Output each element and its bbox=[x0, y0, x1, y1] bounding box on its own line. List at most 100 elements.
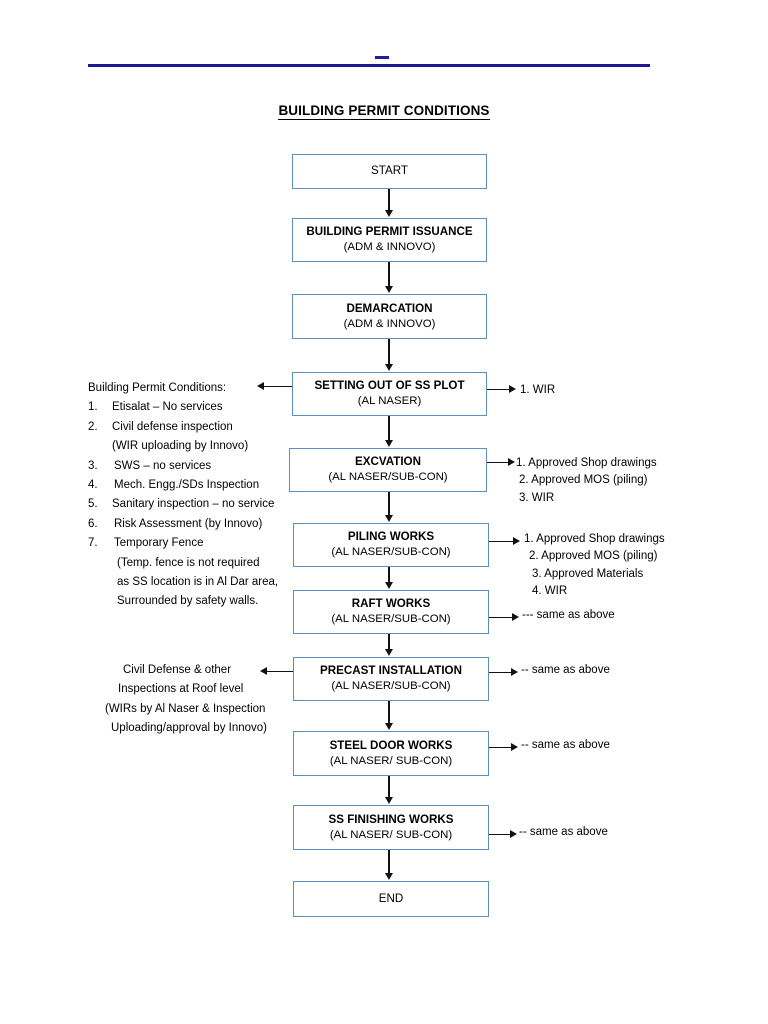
flow-node-raft-works-owner: (AL NASER/SUB-CON) bbox=[331, 613, 451, 626]
flow-node-demarcation-title: DEMARCATION bbox=[346, 301, 433, 315]
flow-node-building-permit-issuance-title: BUILDING PERMIT ISSUANCE bbox=[306, 225, 473, 239]
flow-node-building-permit-issuance: BUILDING PERMIT ISSUANCE (ADM & INNOVO) bbox=[292, 218, 487, 262]
flow-node-piling-works: PILING WORKS (AL NASER/SUB-CON) bbox=[293, 523, 489, 567]
condition-item-1-text: Etisalat – No services bbox=[112, 401, 223, 414]
connector-raft-to-precast-arrowhead bbox=[384, 649, 393, 656]
connector-excavation-to-note-arrowhead bbox=[508, 458, 515, 466]
flow-node-start: START bbox=[292, 154, 487, 189]
connector-steeldoor-to-finishing-arrowhead bbox=[384, 797, 393, 804]
flow-node-steel-door-works-title: STEEL DOOR WORKS bbox=[329, 738, 453, 752]
connector-demarcation-to-setting-arrowhead bbox=[384, 364, 393, 371]
condition-item-7-number: 7. bbox=[88, 537, 98, 550]
flow-node-excavation-title: EXCVATION bbox=[355, 455, 421, 469]
flow-node-demarcation-owner: (ADM & INNOVO) bbox=[343, 317, 436, 330]
header-dash-mark bbox=[375, 56, 389, 59]
condition-item-2-text: Civil defense inspection bbox=[112, 420, 233, 433]
connector-setting-to-excavation-arrowhead bbox=[384, 440, 393, 447]
condition-item-5-text: Sanitary inspection – no service bbox=[112, 498, 275, 511]
condition-item-7-subnote-line-2: as SS location is in Al Dar area, bbox=[117, 576, 279, 589]
connector-precast-to-steeldoor bbox=[388, 701, 390, 724]
flow-node-precast-installation-owner: (AL NASER/SUB-CON) bbox=[331, 680, 451, 693]
connector-steeldoor-to-finishing bbox=[388, 776, 390, 798]
setting-right-note: 1. WIR bbox=[520, 382, 555, 399]
connector-excavation-to-note bbox=[487, 461, 509, 464]
connector-finishing-to-end bbox=[388, 850, 390, 874]
connector-piling-to-raft-arrowhead bbox=[384, 582, 393, 589]
flow-node-demarcation: DEMARCATION (ADM & INNOVO) bbox=[292, 294, 487, 339]
flow-node-precast-installation: PRECAST INSTALLATION (AL NASER/SUB-CON) bbox=[293, 657, 489, 701]
flow-node-ss-finishing-works-title: SS FINISHING WORKS bbox=[328, 812, 454, 826]
connector-raft-to-note bbox=[489, 616, 513, 619]
precast-left-note-line-3: (WIRs by Al Naser & Inspection bbox=[105, 702, 266, 715]
condition-item-2: 2. Civil defense inspection bbox=[88, 418, 278, 437]
connector-raft-to-precast bbox=[388, 634, 390, 650]
connector-raft-to-note-arrowhead bbox=[512, 613, 519, 621]
connector-piling-to-raft bbox=[388, 567, 390, 583]
connector-excavation-to-piling bbox=[388, 492, 390, 516]
condition-item-7-text: Temporary Fence bbox=[114, 537, 204, 550]
precast-left-note-line-1: Civil Defense & other bbox=[123, 664, 232, 676]
piling-right-note: 1. Approved Shop drawings 2. Approved MO… bbox=[524, 531, 665, 600]
connector-excavation-to-piling-arrowhead bbox=[384, 515, 393, 522]
flow-node-raft-works: RAFT WORKS (AL NASER/SUB-CON) bbox=[293, 590, 489, 634]
condition-item-3: 3. SWS – no services bbox=[88, 457, 278, 476]
condition-item-3-number: 3. bbox=[88, 459, 98, 472]
condition-item-6: 6. Risk Assessment (by Innovo) bbox=[88, 515, 278, 534]
condition-item-6-number: 6. bbox=[88, 517, 98, 530]
flow-node-excavation-owner: (AL NASER/SUB-CON) bbox=[328, 471, 448, 484]
condition-item-5-number: 5. bbox=[88, 498, 98, 511]
flow-node-setting-out-owner: (AL NASER) bbox=[357, 395, 422, 408]
connector-setting-to-wir-note-arrowhead bbox=[509, 385, 516, 393]
condition-item-6-text: Risk Assessment (by Innovo) bbox=[114, 517, 263, 530]
finishing-right-note-line-1: -- same as above bbox=[519, 826, 608, 838]
condition-item-7-subnote-line-3: Surrounded by safety walls. bbox=[117, 595, 259, 608]
steeldoor-right-note-line-1: -- same as above bbox=[521, 739, 610, 751]
condition-item-1-number: 1. bbox=[88, 401, 98, 414]
connector-demarcation-to-setting bbox=[388, 339, 390, 365]
connector-precast-to-note-arrowhead bbox=[511, 668, 518, 676]
condition-item-4: 4. Mech. Engg./SDs Inspection bbox=[88, 476, 278, 495]
flow-node-steel-door-works: STEEL DOOR WORKS (AL NASER/ SUB-CON) bbox=[293, 731, 489, 776]
connector-setting-to-wir-note bbox=[487, 388, 510, 391]
raft-right-note: --- same as above bbox=[522, 607, 615, 624]
steeldoor-right-note: -- same as above bbox=[521, 737, 610, 754]
precast-left-note: Civil Defense & other Inspections at Roo… bbox=[105, 661, 267, 739]
excavation-right-note-line-2: 2. Approved MOS (piling) bbox=[519, 474, 648, 487]
connector-steeldoor-to-note-arrowhead bbox=[511, 743, 518, 751]
connector-steeldoor-to-note bbox=[489, 746, 512, 749]
connector-precast-to-note bbox=[489, 671, 512, 674]
precast-left-note-line-4: Uploading/approval by Innovo) bbox=[111, 722, 267, 735]
connector-setting-to-excavation bbox=[388, 416, 390, 441]
connector-start-to-permit-arrowhead bbox=[384, 210, 393, 217]
connector-setting-to-conditions-arrowhead bbox=[257, 382, 264, 390]
header-horizontal-rule bbox=[88, 64, 650, 67]
excavation-right-note-line-1: 1. Approved Shop drawings bbox=[516, 457, 657, 469]
page-title-text: BUILDING PERMIT CONDITIONS bbox=[278, 103, 490, 120]
piling-right-note-line-4: 4. WIR bbox=[532, 584, 568, 597]
condition-item-2-subnote: (WIR uploading by Innovo) bbox=[112, 440, 249, 453]
flow-node-excavation: EXCVATION (AL NASER/SUB-CON) bbox=[289, 448, 487, 492]
connector-precast-to-steeldoor-arrowhead bbox=[384, 723, 393, 730]
condition-item-1: 1. Etisalat – No services bbox=[88, 398, 278, 417]
excavation-right-note-line-3: 3. WIR bbox=[519, 491, 555, 504]
piling-right-note-line-1: 1. Approved Shop drawings bbox=[524, 533, 665, 545]
flow-node-ss-finishing-works: SS FINISHING WORKS (AL NASER/ SUB-CON) bbox=[293, 805, 489, 850]
connector-setting-to-conditions bbox=[264, 385, 292, 388]
condition-item-3-text: SWS – no services bbox=[114, 459, 212, 472]
flow-node-piling-works-owner: (AL NASER/SUB-CON) bbox=[331, 546, 451, 559]
connector-piling-to-note bbox=[489, 540, 514, 543]
conditions-heading: Building Permit Conditions: bbox=[88, 382, 227, 394]
connector-precast-to-civildefense-note bbox=[267, 670, 293, 673]
connector-precast-to-civildefense-note-arrowhead bbox=[260, 667, 267, 675]
condition-item-5: 5. Sanitary inspection – no service bbox=[88, 495, 278, 514]
flow-node-building-permit-issuance-owner: (ADM & INNOVO) bbox=[343, 241, 436, 254]
building-permit-conditions-list: Building Permit Conditions: 1. Etisalat … bbox=[88, 379, 278, 612]
flow-node-precast-installation-title: PRECAST INSTALLATION bbox=[320, 664, 462, 678]
connector-finishing-to-note-arrowhead bbox=[510, 830, 517, 838]
connector-start-to-permit bbox=[388, 189, 390, 211]
flow-node-end-label: END bbox=[378, 891, 404, 905]
flow-node-setting-out-title: SETTING OUT OF SS PLOT bbox=[314, 379, 465, 393]
precast-right-note-line-1: -- same as above bbox=[521, 664, 610, 676]
connector-piling-to-note-arrowhead bbox=[513, 537, 520, 545]
piling-right-note-line-2: 2. Approved MOS (piling) bbox=[529, 550, 658, 563]
